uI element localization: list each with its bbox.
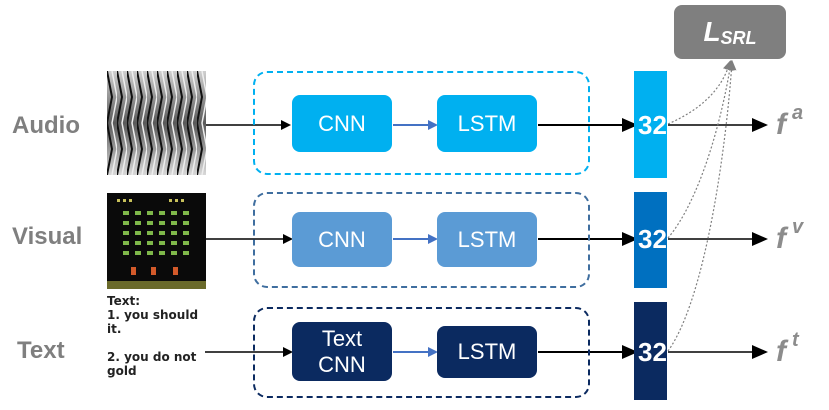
visual-cnn-block: CNN — [292, 212, 392, 267]
visual-encoder-group — [253, 192, 590, 288]
text-sample-line: it. — [107, 322, 122, 336]
text-lstm-block: LSTM — [437, 326, 537, 378]
text-sample-heading: Text: — [107, 294, 141, 308]
text-sample: Text: 1. you should it. 2. you do not go… — [107, 294, 198, 378]
visual-dim-label: 32 — [638, 224, 667, 254]
game-screen-image — [107, 193, 206, 289]
audio-to-loss-dotted — [667, 60, 733, 125]
text-encoder-group — [253, 307, 590, 398]
audio-lstm-block: LSTM — [437, 95, 537, 152]
visual-feature-bar — [634, 192, 667, 288]
loss-symbol: L — [703, 16, 721, 47]
audio-cnn-block: CNN — [292, 95, 392, 152]
audio-dim-label: 32 — [638, 110, 667, 140]
row-label-text: Text — [17, 337, 65, 364]
text-dim-label: 32 — [638, 337, 667, 367]
feature-superscript: a — [792, 102, 804, 124]
feature-symbol: f — [776, 335, 786, 368]
text-cnn-block: Text CNN — [292, 322, 392, 381]
row-label-audio: Audio — [12, 112, 80, 139]
text-sample-line: 1. you should — [107, 308, 199, 322]
loss-subscript: SRL — [720, 27, 757, 48]
text-to-loss-dotted — [667, 60, 737, 352]
audio-encoder-group — [253, 71, 590, 175]
text-sample-line: 2. you do not — [107, 350, 197, 364]
row-label-visual: Visual — [12, 223, 83, 250]
feature-superscript: t — [792, 329, 799, 351]
spectrogram-image — [107, 71, 206, 175]
feature-superscript: v — [792, 216, 804, 238]
visual-lstm-block: LSTM — [437, 212, 537, 267]
visual-to-loss-dotted — [667, 60, 735, 239]
feature-symbol: f — [776, 108, 786, 141]
feature-symbol: f — [776, 222, 786, 255]
text-sample-line: gold — [107, 364, 137, 378]
audio-feature-bar — [634, 71, 667, 178]
text-feature-bar — [634, 302, 667, 400]
